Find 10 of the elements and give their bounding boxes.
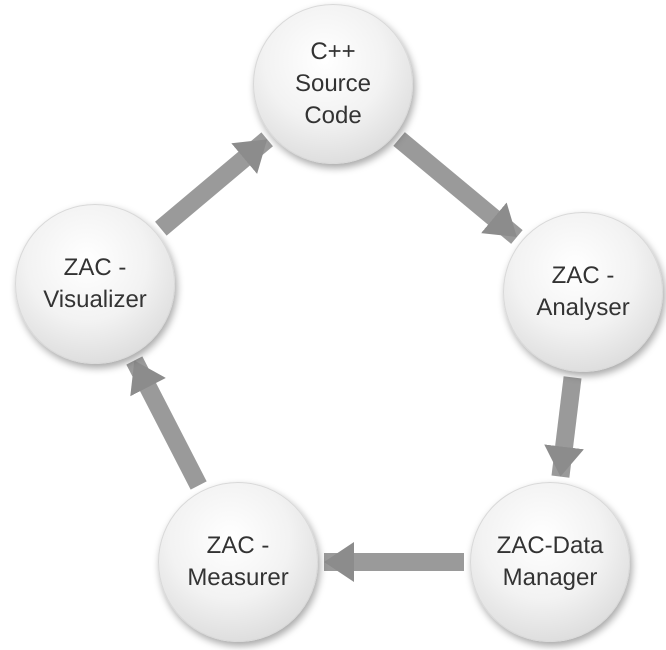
block-arrow [324, 542, 464, 582]
block-arrow [155, 132, 273, 236]
block-arrow [544, 376, 584, 478]
node-label: C++ Source Code [294, 37, 372, 131]
node-label: ZAC - Measurer [186, 531, 290, 593]
node-label: ZAC-Data Manager [496, 531, 604, 593]
block-arrow [126, 356, 207, 490]
node-label: ZAC - Analyser [535, 261, 631, 323]
node-label: ZAC - Visualizer [42, 253, 148, 315]
block-arrow [393, 132, 523, 244]
